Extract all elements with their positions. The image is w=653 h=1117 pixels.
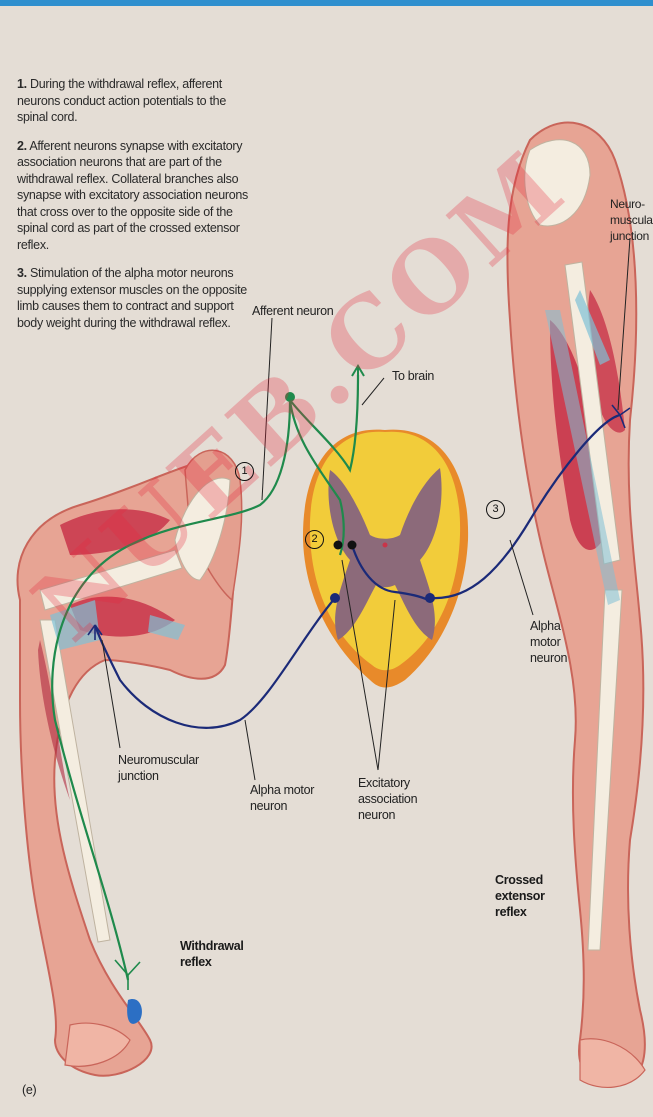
step-number: 1. [17,77,27,91]
step-number: 3. [17,266,27,280]
label-alpha-motor-left: Alpha motor neuron [250,782,314,814]
pain-stimulus [127,999,142,1024]
step-text: Stimulation of the alpha motor neurons s… [17,266,247,330]
label-excitatory-association: Excitatory association neuron [358,775,417,823]
left-motor-cell-body [330,593,340,603]
step-number: 2. [17,139,27,153]
step-3: 3. Stimulation of the alpha motor neuron… [17,265,257,331]
panel-label: (e) [22,1082,36,1098]
step-text: During the withdrawal reflex, afferent n… [17,77,226,124]
assoc-neuron-2 [348,541,357,550]
step-1: 1. During the withdrawal reflex, afferen… [17,76,257,126]
step-2: 2. Afferent neurons synapse with excitat… [17,138,257,254]
step-text: Afferent neurons synapse with excitatory… [17,139,248,252]
marker-3: 3 [486,500,505,519]
label-crossed-extensor-reflex: Crossed extensor reflex [495,872,545,920]
spinal-cord [303,430,468,688]
central-canal [383,543,388,548]
label-alpha-motor-right: Alpha motor neuron [530,618,567,666]
right-motor-cell-body [425,593,435,603]
marker-1: 1 [235,462,254,481]
assoc-neuron-1 [334,541,343,550]
label-afferent-neuron: Afferent neuron [252,303,333,319]
label-neuromuscular-right: Neuro- muscular junction [610,196,653,244]
label-withdrawal-reflex: Withdrawal reflex [180,938,244,970]
step-list: 1. During the withdrawal reflex, afferen… [17,76,257,343]
label-to-brain: To brain [392,368,434,384]
right-leg [507,123,645,1088]
marker-2: 2 [305,530,324,549]
label-neuromuscular-left: Neuromuscular junction [118,752,199,784]
